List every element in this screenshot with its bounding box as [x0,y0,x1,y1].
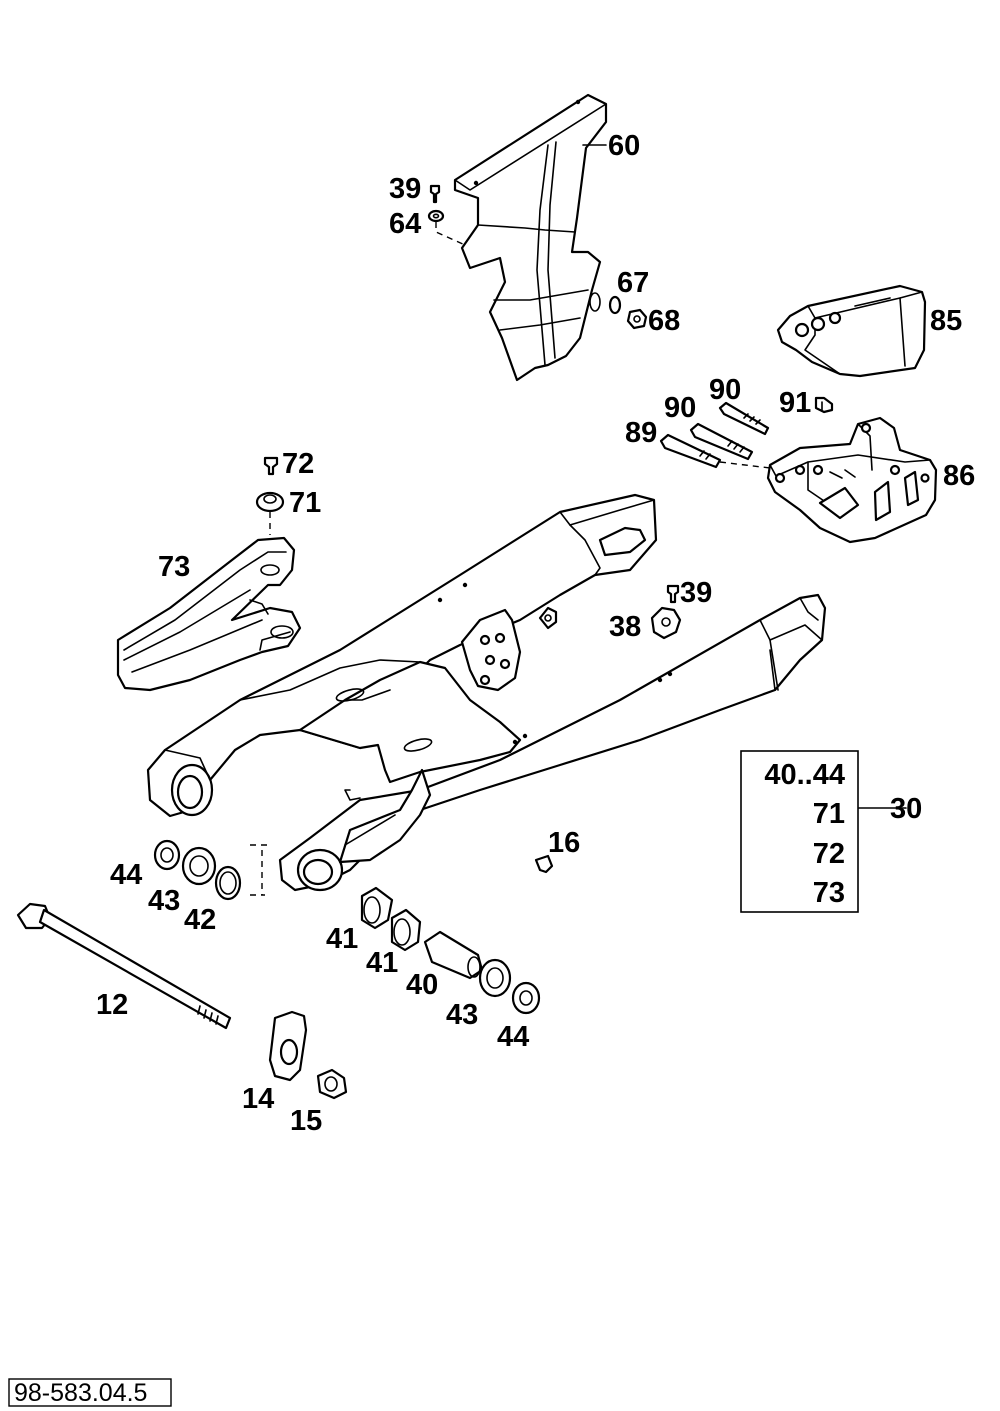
label-41: 41 [326,923,358,955]
part-90-bolt-upper [718,401,770,436]
part-15-nut [316,1068,348,1100]
label-16: 16 [548,827,580,859]
part-39-screw-top [429,184,441,204]
label-15: 15 [290,1105,322,1137]
label-44: 44 [110,859,142,891]
label-43: 43 [148,885,180,917]
label-40: 40 [406,969,438,1001]
part-42-ring [214,865,242,901]
part-90-bolt-lower [689,422,754,461]
label-60: 60 [608,130,640,162]
part-91-bolt [814,396,834,414]
part-labels: 60 39 64 67 68 85 90 90 91 89 86 72 71 7… [96,130,975,1137]
label-38: 38 [609,611,641,643]
label-86: 86 [943,460,975,492]
part-89-bolt [659,433,722,469]
part-43-seal-right [478,958,512,998]
label-39: 39 [680,577,712,609]
label-30: 30 [890,793,922,825]
leader-lines [582,144,907,809]
label-90: 90 [664,392,696,424]
label-41: 41 [366,947,398,979]
label-44: 44 [497,1021,529,1053]
part-60-chain-guard [453,93,608,382]
part-38-clamp [650,606,682,640]
label-72: 72 [282,448,314,480]
part-72-screw [263,456,279,476]
part-12-pivot-bolt [16,902,232,1030]
label-64: 64 [389,208,421,240]
label-91: 91 [779,387,811,419]
label-42: 42 [184,904,216,936]
label-67: 67 [617,267,649,299]
part-44-cap-right [511,981,541,1015]
part-39-screw-clamp [666,584,680,604]
kit-box-item: 40..44 [764,759,845,791]
part-85-chain-guide-block [776,284,927,378]
part-71-cap [255,491,285,513]
label-12: 12 [96,989,128,1021]
drawing-code-box: 98-583.04.5 [8,1378,172,1407]
label-73: 73 [158,551,190,583]
label-71: 71 [289,487,321,519]
kit-box-item: 72 [813,838,845,870]
part-41-bearing-b [390,908,422,952]
part-41-bearing-a [360,886,394,930]
part-14-plate [268,1010,308,1082]
part-68-nut [626,308,648,330]
part-86-chain-guide-bracket [766,416,938,544]
label-43: 43 [446,999,478,1031]
label-14: 14 [242,1083,274,1115]
label-39: 39 [389,173,421,205]
kit-box-item: 71 [813,798,845,830]
part-73-slider [116,536,302,692]
part-44-cap-left [153,839,181,871]
label-85: 85 [930,305,962,337]
kit-box-item: 73 [813,877,845,909]
part-67-washer [608,295,622,315]
label-68: 68 [648,305,680,337]
label-90: 90 [709,374,741,406]
part-64-washer [427,209,445,223]
part-16-plug [534,854,554,874]
label-89: 89 [625,417,657,449]
drawing-code: 98-583.04.5 [14,1379,147,1407]
kit-box: 40..44 71 72 73 [740,750,859,913]
part-43-seal-left [181,846,217,886]
swingarm-body [146,493,827,896]
